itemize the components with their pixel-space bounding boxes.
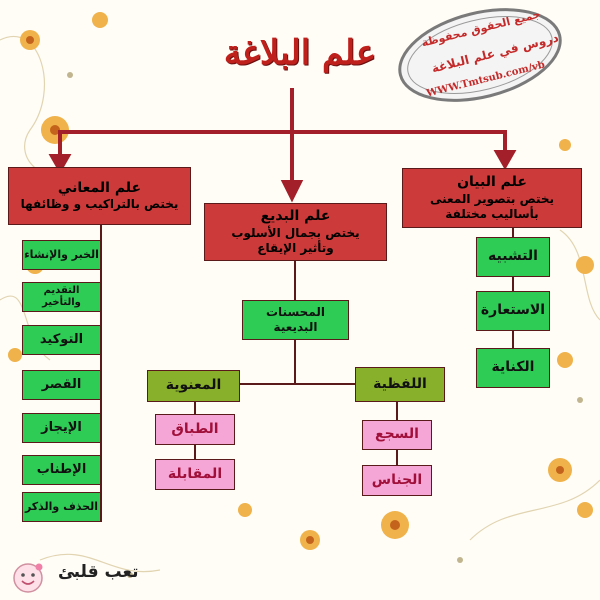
branch-maani-desc: يختص بالتراكيب و وظائفها bbox=[20, 197, 179, 212]
maani-item: الخبر والإنشاء bbox=[22, 240, 101, 270]
maani-item: الإطناب bbox=[22, 455, 101, 485]
smiley-face-icon bbox=[13, 563, 43, 593]
page-title: علم البلاغة bbox=[223, 33, 377, 73]
maanawiya-label: المعنوية bbox=[147, 370, 240, 402]
branch-bayan-desc1: يختص بتصوير المعنى bbox=[430, 191, 554, 206]
bayan-item: الاستعارة bbox=[476, 291, 550, 331]
branch-maani-title: علم المعاني bbox=[57, 179, 142, 196]
lafziya-label: اللفظية bbox=[355, 367, 445, 402]
bayan-item: الكناية bbox=[476, 348, 550, 388]
badee-main: المحسنات البديعية bbox=[242, 300, 349, 340]
bayan-item: التشبيه bbox=[476, 237, 550, 277]
maani-item: التقديم والتأخير bbox=[22, 282, 101, 312]
footer-signature: تعب قلبئ bbox=[58, 562, 139, 582]
maanawiya-item: المقابلة bbox=[155, 459, 235, 490]
branch-bayan-desc2: بأساليب مختلفة bbox=[445, 206, 539, 221]
lafziya-item: السجع bbox=[362, 420, 432, 450]
branch-badee: علم البديع يختص بجمال الأسلوب وتأثير الإ… bbox=[204, 203, 387, 261]
branch-bayan: علم البيان يختص بتصوير المعنى بأساليب مخ… bbox=[402, 168, 582, 228]
branch-bayan-title: علم البيان bbox=[457, 174, 527, 191]
branch-badee-title: علم البديع bbox=[260, 208, 331, 225]
branch-maani: علم المعاني يختص بالتراكيب و وظائفها bbox=[8, 167, 191, 225]
maani-item: القصر bbox=[22, 370, 101, 400]
branch-badee-desc1: يختص بجمال الأسلوب bbox=[231, 225, 360, 240]
maanawiya-item: الطباق bbox=[155, 414, 235, 445]
lafziya-item: الجناس bbox=[362, 465, 432, 496]
branch-badee-desc2: وتأثير الإيقاع bbox=[257, 240, 334, 255]
maani-item: التوكيد bbox=[22, 325, 101, 355]
maani-item: الحذف والذكر bbox=[22, 492, 101, 522]
maani-item: الإيجاز bbox=[22, 413, 101, 443]
